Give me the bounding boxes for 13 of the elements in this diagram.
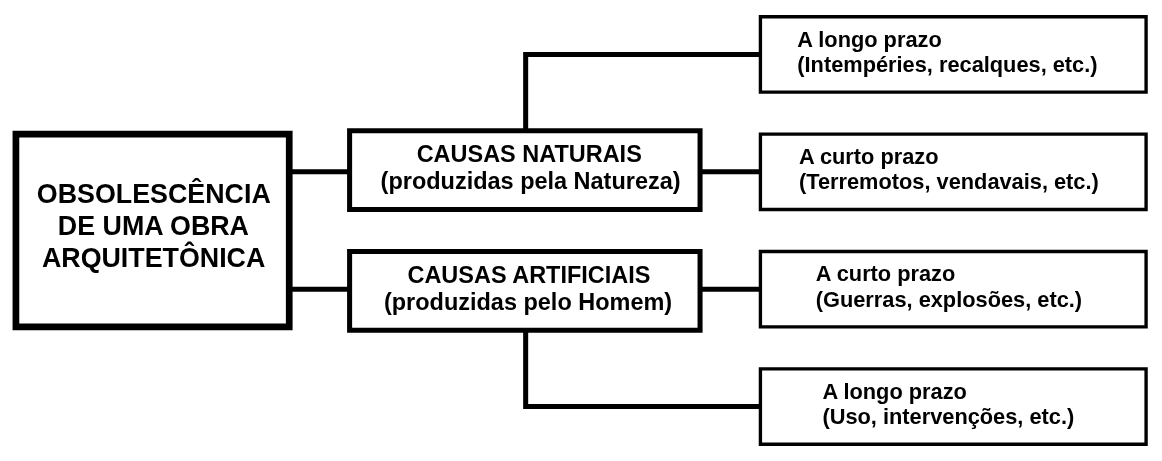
node-box: CAUSAS ARTIFICIAIS (produzidas pelo Homem) (347, 248, 703, 333)
connector (289, 286, 350, 292)
connector (523, 51, 761, 131)
connector (700, 286, 760, 292)
node-box: A curto prazo (Guerras, explosões, etc.) (758, 249, 1148, 329)
connector (523, 330, 761, 410)
node-box: CAUSAS NATURAIS (produzidas pela Natureza) (347, 128, 703, 213)
node-box: A curto prazo (Terremotos, vendavais, etc.) (758, 132, 1148, 212)
node-box: A longo prazo (Intempéries, recalques, etc.) (758, 15, 1148, 94)
connector (289, 169, 350, 175)
node-box: A longo prazo (Uso, intervenções, etc.) (758, 367, 1148, 446)
node-box: OBSOLESCÊNCIA DE UMA OBRA ARQUITETÔNICA (12, 130, 293, 331)
connector (700, 169, 760, 175)
